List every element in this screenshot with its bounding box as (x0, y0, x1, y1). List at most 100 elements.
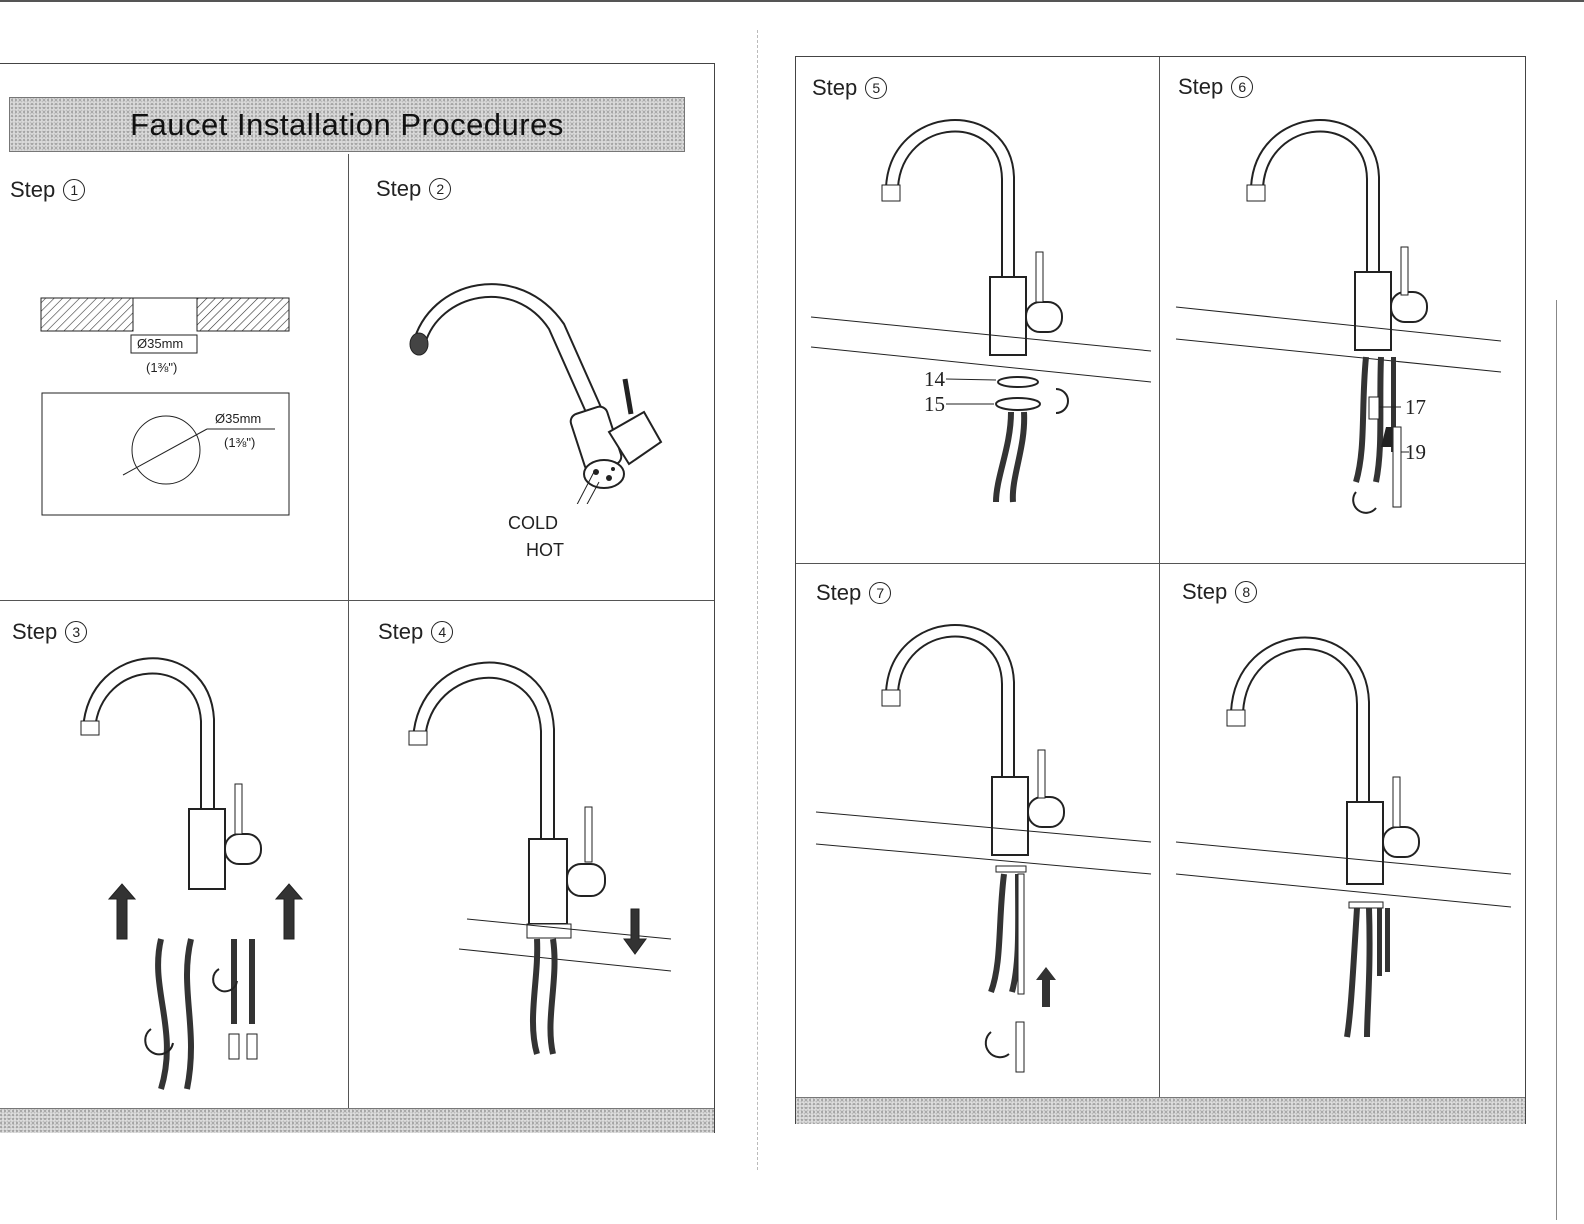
mounting-rod-icon (1385, 908, 1390, 972)
hole-circle-icon (132, 416, 200, 484)
step-7-illustration (806, 612, 1156, 1082)
step-word: Step (1178, 74, 1223, 99)
countertop-edge (1176, 339, 1501, 372)
supply-hose-icon (1356, 357, 1366, 482)
nut-icon (247, 1034, 257, 1059)
countertop-edge (1176, 842, 1511, 874)
hole-dimension-view: Ø35mm (215, 411, 261, 426)
up-arrow-icon (1036, 967, 1056, 1007)
left-grid-divider-vertical (348, 154, 349, 1108)
rotate-arrow-icon (1353, 492, 1376, 513)
mounting-rod-icon (1377, 908, 1382, 976)
inlet-end-icon (584, 460, 624, 488)
faucet-body-icon (990, 277, 1026, 355)
handle-icon (1391, 292, 1427, 322)
supply-hose-icon (1367, 908, 1370, 1037)
supply-hose-icon (991, 874, 1004, 992)
rod-icon (1016, 1022, 1024, 1072)
nut-icon (1369, 397, 1379, 419)
step-number-badge: 7 (869, 582, 891, 604)
faucet-body-icon (1347, 802, 1383, 884)
lever-icon (1393, 777, 1400, 827)
step-word: Step (376, 176, 421, 201)
handle-icon (1028, 797, 1064, 827)
step-number-badge: 3 (65, 621, 87, 643)
handle-icon (225, 834, 261, 864)
lever-icon (1038, 750, 1045, 798)
aerator-icon (882, 690, 900, 706)
step-3-illustration (69, 649, 329, 1099)
faucet-nut-install-drawing (806, 107, 1156, 557)
aerator-icon (882, 185, 900, 201)
faucet-body-icon (992, 777, 1028, 855)
countertop-edge (816, 844, 1151, 874)
step-number-badge: 2 (429, 178, 451, 200)
step-3-label: Step 3 (12, 619, 87, 645)
supply-hose-icon (187, 939, 191, 1089)
supply-hose-icon (1347, 908, 1357, 1037)
faucet-tighten-drawing (806, 612, 1156, 1082)
step-2-illustration: COLD HOT (399, 264, 699, 504)
handle-icon (1383, 827, 1419, 857)
left-grid-divider-horizontal (0, 600, 714, 601)
cold-label: COLD (508, 513, 558, 534)
step-word: Step (816, 580, 861, 605)
handle-lever-icon (625, 379, 631, 414)
step-7-label: Step 7 (816, 580, 891, 606)
step-2-label: Step 2 (376, 176, 451, 202)
mounting-rod-icon (249, 939, 255, 1024)
part-17-label: 17 (1405, 395, 1426, 420)
countertop-edge (811, 347, 1151, 382)
handle-icon (1026, 302, 1062, 332)
step-word: Step (12, 619, 57, 644)
up-arrow-icon (109, 884, 135, 939)
supply-hose-icon (1013, 412, 1024, 502)
step-number-badge: 1 (63, 179, 85, 201)
faucet-rod-install-drawing (1171, 107, 1521, 557)
hot-label: HOT (526, 540, 564, 561)
countertop-edge (459, 949, 671, 971)
hole-diagram (29, 289, 309, 519)
step-number-badge: 5 (865, 77, 887, 99)
right-grid-divider-vertical (1159, 57, 1160, 1097)
countertop-edge (816, 812, 1151, 842)
faucet-body-icon (1355, 272, 1391, 350)
step-6-illustration: 17 19 (1171, 107, 1521, 557)
faucet-body-icon (189, 809, 225, 889)
rod-icon (1393, 427, 1401, 507)
nut-icon (229, 1034, 239, 1059)
up-arrow-icon (276, 884, 302, 939)
page-title: Faucet Installation Procedures (130, 107, 564, 143)
step-1-label: Step 1 (10, 177, 85, 203)
lever-icon (585, 807, 592, 862)
supply-hose-icon (1012, 874, 1018, 992)
step-word: Step (10, 177, 55, 202)
countertop-edge (1176, 307, 1501, 341)
washer-icon (998, 377, 1038, 387)
spout-outer-icon (413, 284, 604, 414)
step-5-illustration: 14 15 (806, 107, 1156, 557)
supply-hose-icon (550, 939, 554, 1054)
aerator-icon (1227, 710, 1245, 726)
faucet-assembly-drawing (69, 649, 329, 1099)
step-5-label: Step 5 (812, 75, 887, 101)
rotate-arrow-icon (986, 1032, 1009, 1057)
step-4-illustration (399, 649, 699, 1099)
countertop-edge (811, 317, 1151, 351)
countertop-section-left (41, 298, 133, 331)
step-number-badge: 8 (1235, 581, 1257, 603)
rotate-arrow-icon (1056, 389, 1068, 413)
handle-icon (567, 864, 605, 896)
part-14-label: 14 (924, 367, 945, 392)
title-banner: Faucet Installation Procedures (9, 97, 685, 152)
step-1-illustration: Ø35mm (1⅜") Ø35mm (1⅜") (29, 289, 309, 519)
faucet-body-icon (529, 839, 567, 924)
step-word: Step (812, 75, 857, 100)
supply-hose-icon (996, 412, 1011, 502)
part-15-label: 15 (924, 392, 945, 417)
countertop-section-right (197, 298, 289, 331)
right-footer-band (796, 1097, 1525, 1124)
